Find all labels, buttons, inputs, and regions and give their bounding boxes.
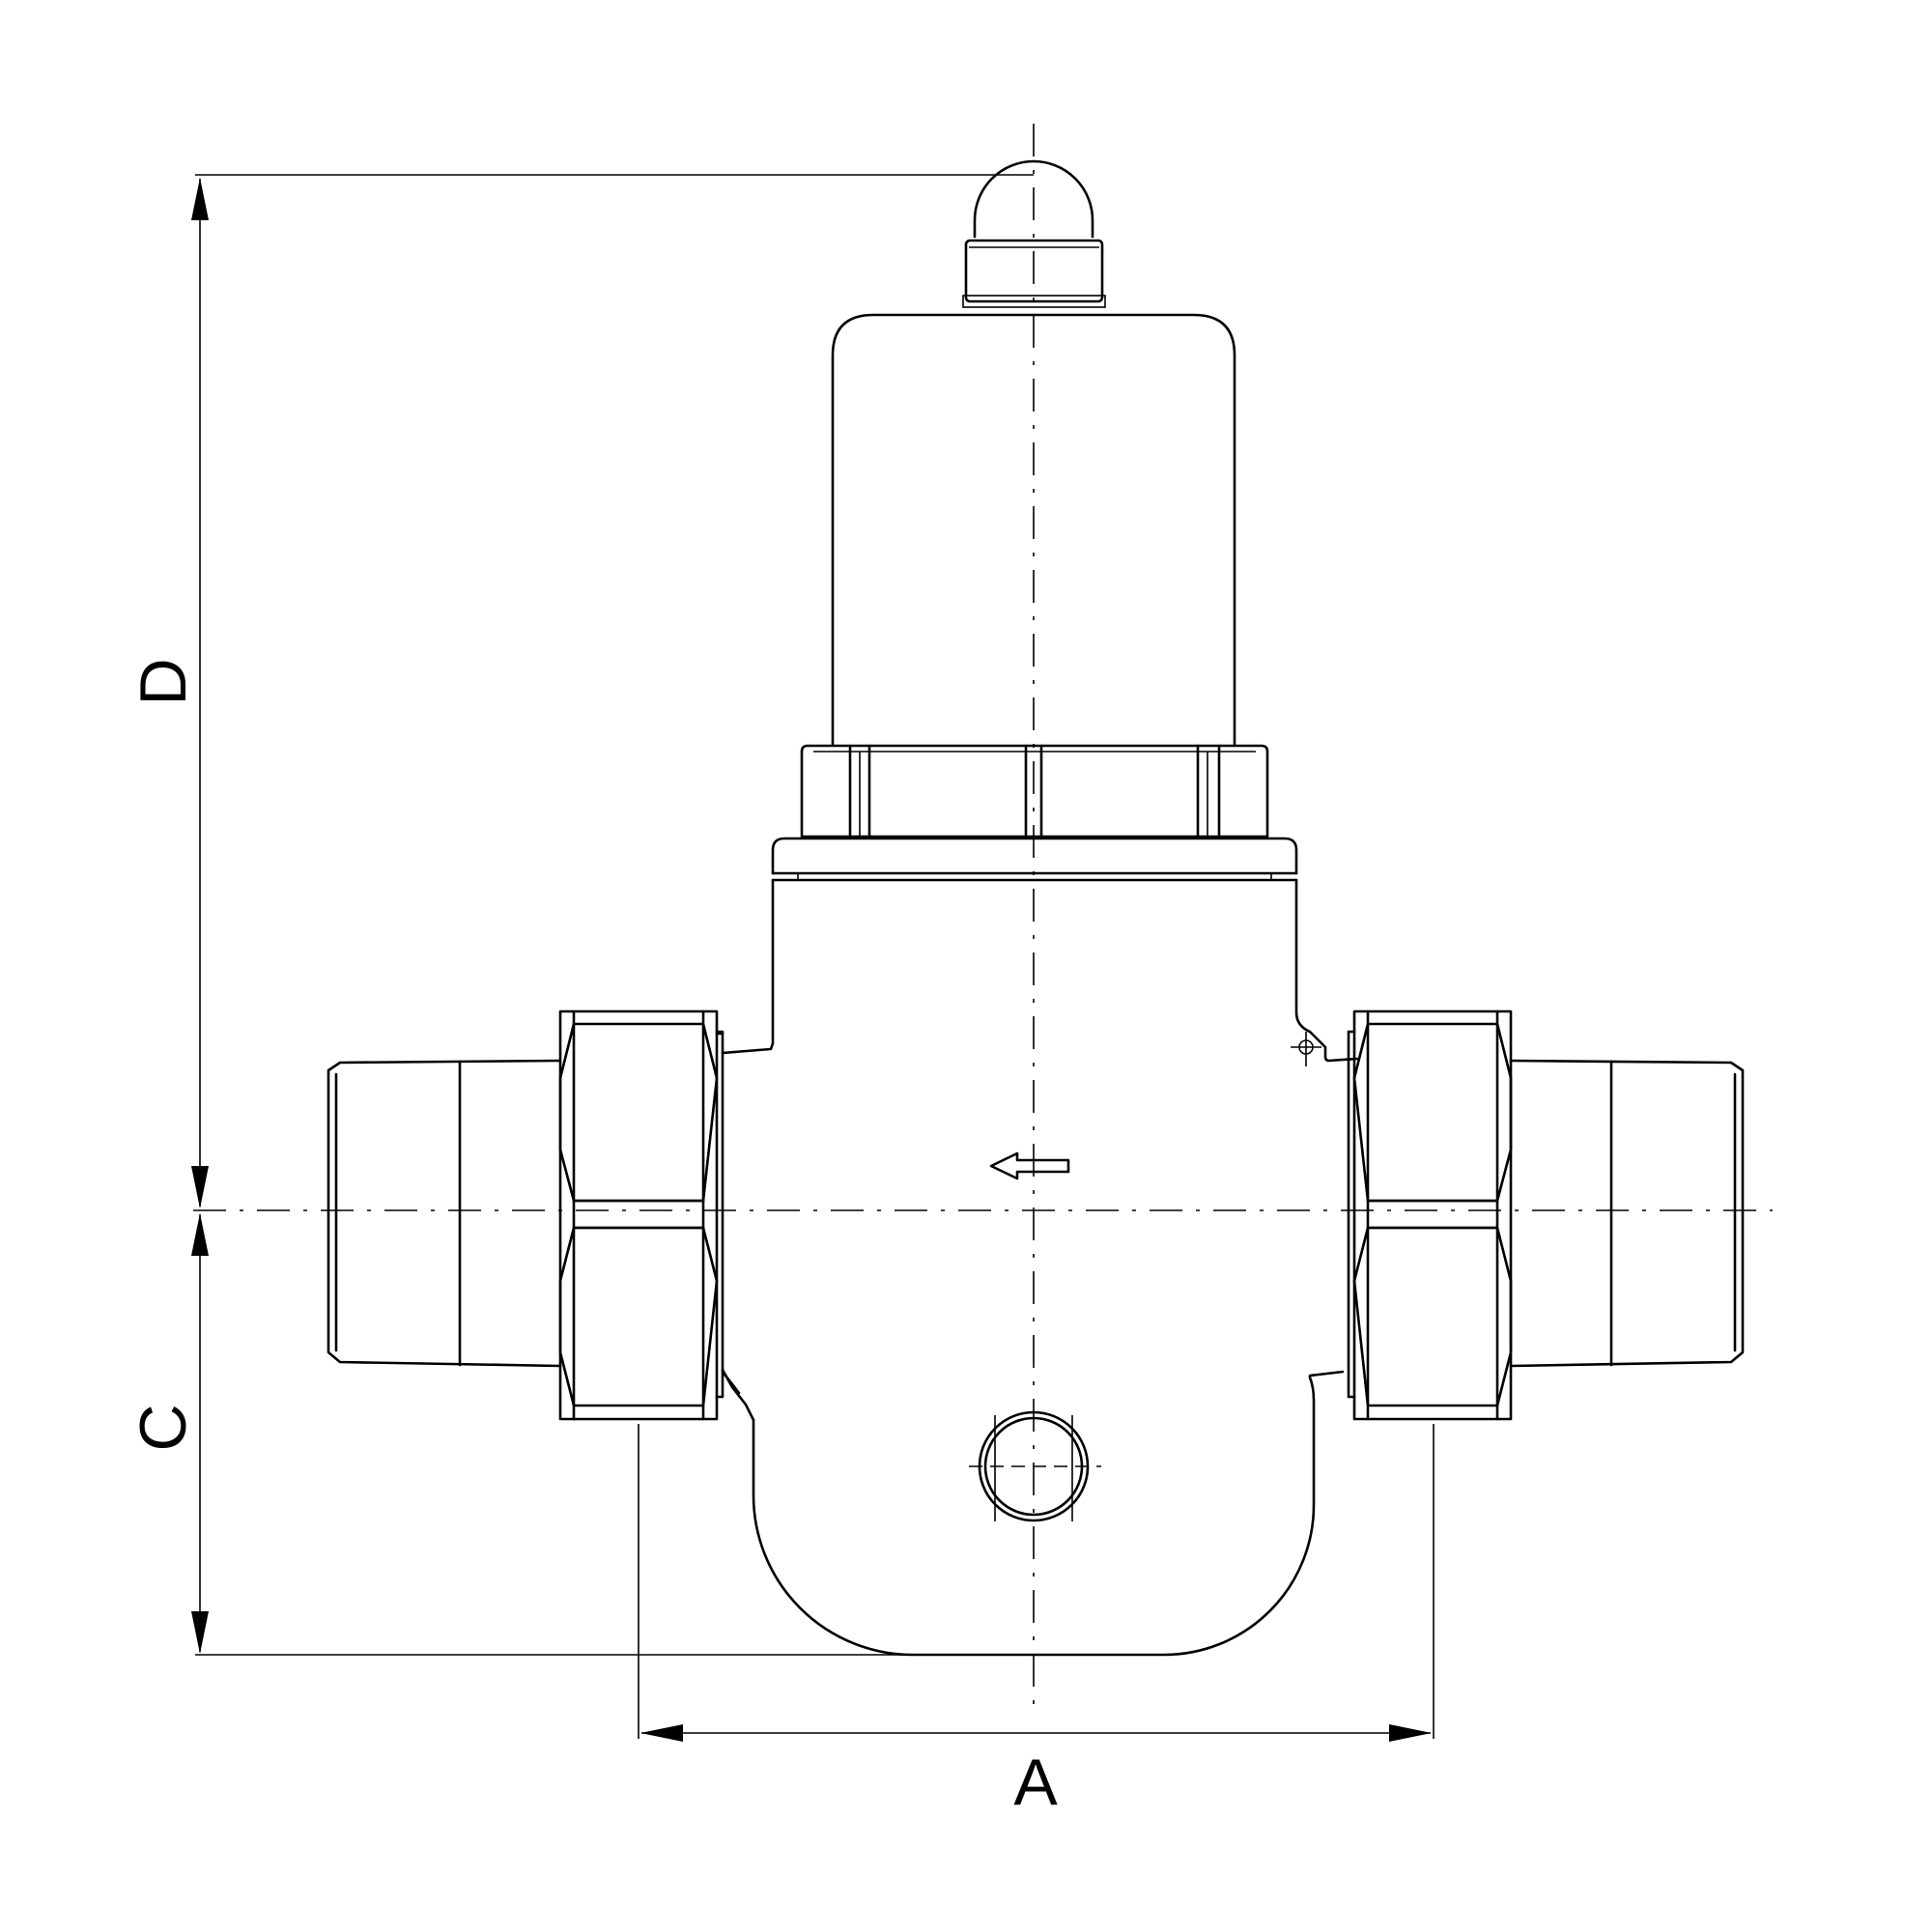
left-union-profile-lower xyxy=(558,1226,719,1407)
right-tail xyxy=(1509,1059,1745,1368)
bonnet xyxy=(831,313,1236,746)
left-union-collar xyxy=(715,1030,724,1399)
dim-d-arrow-top xyxy=(191,178,209,220)
right-union-nut xyxy=(1347,1009,1513,1421)
gauge-port-hidden-v xyxy=(994,1415,1073,1521)
dimension-a: A xyxy=(640,1724,1432,1819)
dim-c-arrow-top xyxy=(191,1213,209,1256)
body-left-upper xyxy=(721,878,775,1055)
dome-cap xyxy=(973,159,1094,239)
dimension-c: C xyxy=(127,1213,209,1654)
dim-c-arrow-bottom xyxy=(191,1611,209,1654)
top-cap xyxy=(962,159,1106,308)
flow-direction-arrow xyxy=(989,1151,1070,1180)
valve-body xyxy=(721,878,1359,1657)
right-union-collar xyxy=(1347,1030,1356,1399)
flange-plate xyxy=(771,837,1298,875)
dim-a-arrow-right xyxy=(1389,1724,1432,1742)
right-tail-body xyxy=(1509,1059,1745,1368)
right-union-profile xyxy=(1352,1022,1513,1203)
dim-a-arrow-left xyxy=(640,1724,683,1742)
body-left-lip xyxy=(721,1370,741,1395)
body-right-upper xyxy=(1294,878,1359,1063)
flange xyxy=(771,837,1298,882)
dimension-d: D xyxy=(127,178,209,1208)
left-union-nut xyxy=(558,1009,724,1421)
cap-nut-base xyxy=(962,295,1106,308)
left-tail-body xyxy=(327,1059,562,1368)
bonnet-housing xyxy=(831,313,1236,746)
dim-d-arrow-bottom xyxy=(191,1166,209,1208)
gauge-port xyxy=(969,1410,1101,1522)
cap-nut xyxy=(964,239,1104,303)
left-union-profile xyxy=(558,1022,719,1203)
left-tail xyxy=(327,1059,562,1368)
seal-symbol xyxy=(1291,1032,1321,1066)
dim-c-label: C xyxy=(127,1404,200,1451)
dimensions: D C A xyxy=(127,174,1435,1819)
dim-d-label: D xyxy=(127,658,200,705)
bonnet-nut-body xyxy=(800,744,1269,838)
body-bottom xyxy=(752,1370,1345,1657)
right-union-outline xyxy=(1352,1009,1513,1421)
bonnet-nut xyxy=(800,744,1269,838)
dim-a-label: A xyxy=(1013,1746,1058,1819)
centerlines xyxy=(193,124,1773,1705)
left-union-outline xyxy=(558,1009,719,1421)
right-union-profile-lower xyxy=(1352,1226,1513,1407)
